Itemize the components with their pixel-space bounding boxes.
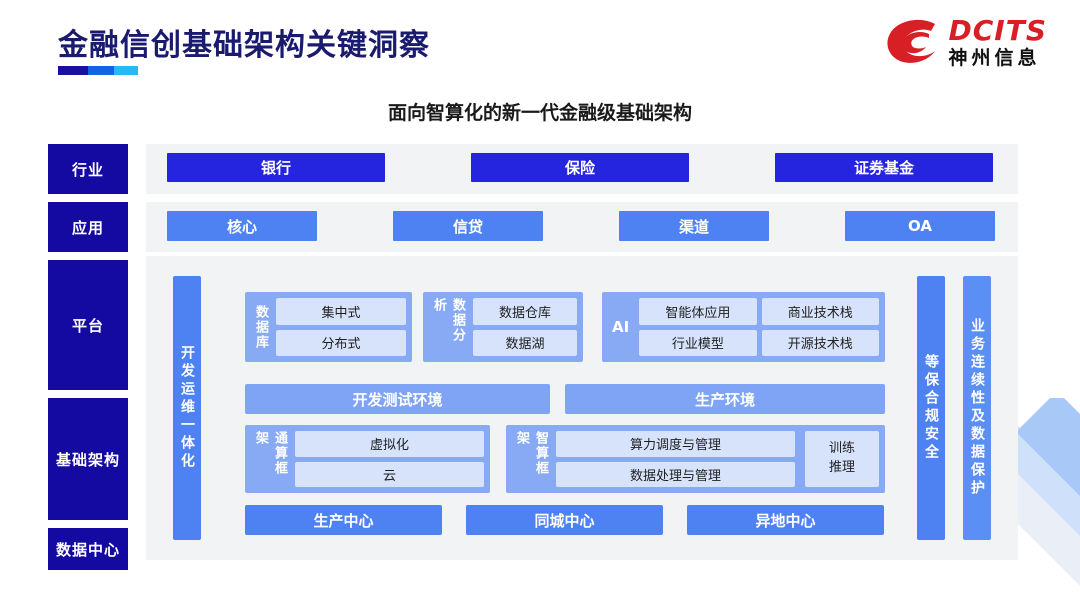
logo-en-text: DCITS [948,14,1047,47]
vertical-column-security[interactable]: 等保合规安全 [917,276,945,540]
sidebar-item-industry[interactable]: 行业 [48,144,128,194]
sidebar-label: 基础架构 [55,450,120,469]
cell-virtualization[interactable]: 虚拟化 [295,431,484,457]
datacenter-remote[interactable]: 异地中心 [687,505,884,535]
sidebar-label: 应用 [71,218,104,237]
sidebar-label: 平台 [71,316,104,335]
datacenter-production[interactable]: 生产中心 [245,505,442,535]
env-production[interactable]: 生产环境 [565,384,885,414]
group-body: 算力调度与管理 数据处理与管理 训练推理 [556,431,879,487]
sidebar-item-infrastructure[interactable]: 基础架构 [48,398,128,520]
industry-bank-button[interactable]: 银行 [167,153,385,182]
group-intelligent-compute-framework[interactable]: 智算框架 算力调度与管理 数据处理与管理 训练推理 [506,425,885,493]
group-body: 集中式 分布式 [276,298,406,356]
cell-agent-application[interactable]: 智能体应用 [639,298,757,325]
pill-label: 核心 [226,217,257,236]
group-body: 虚拟化 云 [295,431,484,487]
brand-logo: DCITS 神州信息 [885,17,1047,68]
accent-segment-2 [88,66,114,75]
sidebar-label: 数据中心 [55,540,120,559]
industry-insurance-button[interactable]: 保险 [471,153,689,182]
env-label: 开发测试环境 [352,390,443,409]
accent-segment-3 [114,66,138,75]
cell-commercial-stack[interactable]: 商业技术栈 [761,298,880,325]
cell-train-inference-label: 训练推理 [828,441,855,475]
group-general-compute-framework[interactable]: 通算框架 虚拟化 云 [245,425,490,493]
pill-label: 渠道 [678,217,709,236]
group-body: 数据仓库 数据湖 [473,298,577,356]
application-credit-button[interactable]: 信贷 [393,211,543,241]
cell-data-processing[interactable]: 数据处理与管理 [556,461,795,487]
vertical-column-continuity[interactable]: 业务连续性及数据保护 [963,276,991,540]
vertical-column-label: 等保合规安全 [923,354,939,462]
pill-label: OA [908,217,932,235]
cell-opensource-stack[interactable]: 开源技术栈 [761,329,880,356]
cell-centralized[interactable]: 集中式 [276,298,406,325]
page-title: 金融信创基础架构关键洞察 [58,28,430,63]
industry-securities-button[interactable]: 证券基金 [775,153,993,182]
datacenter-label: 异地中心 [755,511,816,530]
page-header: 金融信创基础架构关键洞察 DCITS 神州信息 [0,0,1080,90]
sidebar-item-application[interactable]: 应用 [48,202,128,252]
group-body: 智能体应用 行业模型 商业技术栈 开源技术栈 [639,298,880,356]
group-title-intelligent-compute: 智算框架 [514,431,548,476]
group-title-database: 数据库 [253,304,268,350]
cell-compute-scheduling[interactable]: 算力调度与管理 [556,431,795,457]
pill-label: 保险 [564,159,595,177]
cell-distributed[interactable]: 分布式 [276,329,406,356]
vertical-column-label: 业务连续性及数据保护 [969,318,985,498]
vertical-column-devops[interactable]: 开发运维一体化 [173,276,201,540]
logo-cn-text: 神州信息 [948,47,1041,69]
group-ai[interactable]: AI 智能体应用 行业模型 商业技术栈 开源技术栈 [602,292,885,362]
datacenter-label: 生产中心 [313,511,374,530]
application-oa-button[interactable]: OA [845,211,995,241]
cell-cloud[interactable]: 云 [295,461,484,487]
cell-data-warehouse[interactable]: 数据仓库 [473,298,577,325]
pill-label: 证券基金 [853,159,914,177]
pill-label: 银行 [260,159,291,177]
group-title-data-analysis: 数据分析 [431,298,465,343]
logo-text: DCITS 神州信息 [949,17,1047,68]
cell-train-inference[interactable]: 训练推理 [805,431,879,487]
accent-segment-1 [58,66,88,75]
application-channel-button[interactable]: 渠道 [619,211,769,241]
sidebar-item-datacenter[interactable]: 数据中心 [48,528,128,570]
pill-label: 信贷 [452,217,483,236]
sidebar-item-platform[interactable]: 平台 [48,260,128,390]
env-dev-test[interactable]: 开发测试环境 [245,384,550,414]
group-data-analysis[interactable]: 数据分析 数据仓库 数据湖 [423,292,583,362]
title-accent-bar [58,66,138,75]
application-core-button[interactable]: 核心 [167,211,317,241]
diagram-subtitle: 面向智算化的新一代金融级基础架构 [387,102,692,124]
sidebar-label: 行业 [71,160,104,179]
datacenter-label: 同城中心 [534,511,595,530]
group-title-general-compute: 通算框架 [253,431,287,476]
cell-data-lake[interactable]: 数据湖 [473,329,577,356]
group-database[interactable]: 数据库 集中式 分布式 [245,292,412,362]
vertical-column-label: 开发运维一体化 [179,345,195,471]
swirl-logo-icon [885,18,943,68]
env-label: 生产环境 [694,390,755,409]
group-title-ai: AI [612,318,630,336]
cell-industry-model[interactable]: 行业模型 [639,329,757,356]
datacenter-metro[interactable]: 同城中心 [466,505,663,535]
